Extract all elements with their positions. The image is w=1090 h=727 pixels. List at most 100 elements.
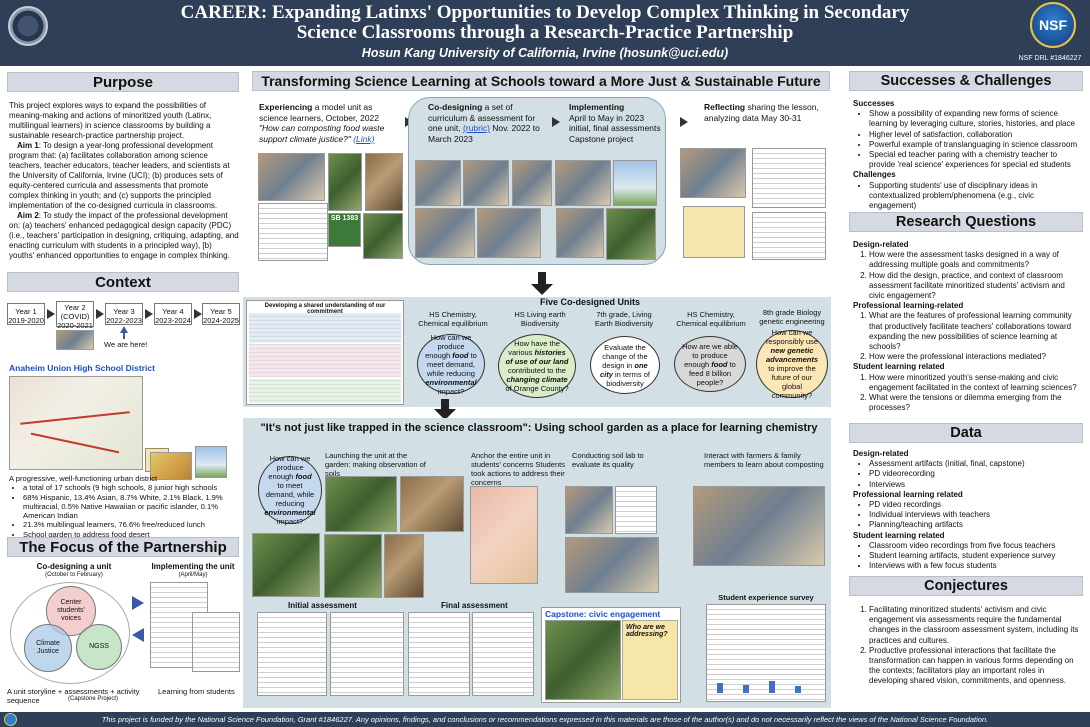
rq-design-list: How were the assessment tasks designed i…: [853, 250, 1081, 301]
unit-question-2: How have the various histories of use of…: [498, 334, 576, 398]
data-table: [752, 212, 826, 260]
list-item: What are the features of professional le…: [869, 311, 1081, 352]
timeline-year-2: Year 2 (COVID)2020-2021: [56, 301, 94, 330]
reflection-photo: [680, 148, 746, 198]
nsf-grant: NSF DRL #1846227: [1018, 55, 1082, 62]
experiencing-text: a model unit as science learners, Octobe…: [259, 102, 380, 123]
unit-label-5: 8th grade Biology genetic engineering: [759, 308, 825, 326]
teachers-photo: [512, 160, 552, 206]
venn-climate-justice: Climate Justice: [24, 624, 72, 672]
survey-bar: [743, 685, 749, 693]
down-arrow-icon: [531, 284, 553, 295]
rq-heading: Research Questions: [849, 212, 1083, 232]
list-item: Special ed teacher paring with a chemist…: [869, 150, 1081, 170]
data-design-label: Design-related: [853, 449, 909, 458]
data-student-label: Student learning related: [853, 530, 945, 540]
list-item: PD video recordings: [869, 500, 1081, 510]
final-assessment-page: [472, 612, 534, 696]
document-row-highlight: [249, 313, 401, 343]
timeline-arrow-icon: [96, 309, 104, 319]
purpose-intro: This project explores ways to expand the…: [9, 101, 212, 140]
conjectures-list: Facilitating minoritized students' activ…: [853, 605, 1081, 687]
unit-label-4: HS Chemistry, Chemical equilibrium: [676, 310, 746, 328]
students-photo: [556, 208, 604, 258]
successes-label: Successes: [853, 99, 895, 108]
rubric-link[interactable]: (rubric): [463, 123, 490, 133]
list-item: What were the tensions or dilemma emergi…: [869, 393, 1081, 413]
aim2-text: : To study the impact of the professiona…: [9, 211, 239, 260]
up-arrow-stem: [123, 333, 125, 339]
experiencing-block: Experiencing a model unit as science lea…: [259, 102, 401, 144]
sb1383-badge: SB 1383: [328, 213, 361, 247]
poster-author: Hosun Kang University of California, Irv…: [361, 46, 729, 60]
list-item: Interviews with a few focus students: [869, 561, 1081, 571]
classroom-photo: [258, 153, 325, 201]
successes-body: Successes Show a possibility of expandin…: [853, 99, 1081, 211]
purpose-heading: Purpose: [7, 72, 239, 92]
rq-design-label: Design-related: [853, 240, 909, 249]
capstone-note: (Capstone Project): [68, 696, 119, 702]
successes-list: Show a possibility of expanding new form…: [853, 109, 1081, 170]
list-item: Student learning artifacts, student expe…: [869, 551, 1081, 561]
unit-question-1: How can we produce enough food to meet d…: [417, 333, 485, 396]
poster-header: CAREER: Expanding Latinxs' Opportunities…: [0, 0, 1090, 66]
codesign-block: Co-designing a set of curriculum & asses…: [428, 102, 548, 144]
model-drawing-photo: [258, 203, 328, 261]
reflecting-text: sharing the lesson, analyzing data May 3…: [704, 102, 819, 123]
list-item: Supporting students' use of disciplinary…: [869, 181, 1081, 212]
unit-question-3: Evaluate the change of the design in one…: [590, 336, 660, 394]
disneyland-photo: [195, 446, 227, 478]
timeline-arrow-icon: [145, 309, 153, 319]
experiencing-question: "How can composting food waste support c…: [259, 123, 385, 144]
city-outline-map: [150, 452, 192, 480]
focus-cycle-ring: [10, 582, 130, 684]
nsf-logo-icon: NSF: [1030, 2, 1076, 48]
list-item: Assessment artifacts (initial, final, ca…: [869, 459, 1081, 469]
list-item: How were the assessment tasks designed i…: [869, 250, 1081, 270]
challenges-label: Challenges: [853, 170, 896, 180]
timeline-arrow-icon: [194, 309, 202, 319]
planning-photo: [477, 208, 541, 258]
capstone-letter: Who are we addressing?: [622, 620, 678, 700]
data-prof-label: Professional learning related: [853, 489, 963, 499]
implementing-label: Implementing: [569, 102, 625, 112]
soil-lab-worksheet: [615, 486, 657, 534]
soil-observation-photo: [325, 476, 397, 532]
unit-label-1: HS Chemistry, Chemical equilibrium: [418, 310, 488, 328]
map-boundary: [30, 432, 120, 453]
data-prof-list: PD video recordings Individual interview…: [853, 500, 1081, 531]
garden-step-4: Interact with farmers & family members t…: [704, 451, 824, 469]
conjectures-heading: Conjectures: [849, 576, 1083, 596]
compost-photo: [365, 153, 403, 211]
reflecting-block: Reflecting sharing the lesson, analyzing…: [704, 102, 822, 123]
codesign-dates: Nov. 2022 to March 2023: [428, 123, 540, 144]
list-item: Higher level of satisfaction, collaborat…: [869, 130, 1081, 140]
garden-photo: [252, 533, 320, 597]
list-item: Show a possibility of expanding new form…: [869, 109, 1081, 129]
purpose-aim2: Aim 2: To study the impact of the profes…: [9, 211, 239, 261]
rq-body: Design-related How were the assessment t…: [853, 240, 1081, 413]
down-arrow-stem: [441, 399, 449, 409]
rq-student-list: How were minoritized youth's sense-makin…: [853, 373, 1081, 414]
student-art-photo: [470, 486, 538, 584]
district-intro: A progressive, well-functioning urban di…: [9, 474, 158, 483]
commitment-document: Developing a shared understanding of our…: [246, 300, 404, 405]
document-title: Developing a shared understanding of our…: [264, 303, 386, 315]
garden-unit-question: How can we produce enough food to meet d…: [258, 454, 322, 526]
fruit-photo: [363, 213, 403, 259]
list-item: How were the professional interactions m…: [869, 352, 1081, 362]
experiencing-link[interactable]: (Link): [353, 133, 375, 144]
zoom-meeting-photo: [56, 330, 94, 350]
unit-question-5: How can we responsibly use new genetic a…: [756, 328, 828, 400]
list-item: Powerful example of translanguaging in s…: [869, 140, 1081, 150]
list-item: a total of 17 schools (9 high schools, 8…: [23, 483, 239, 492]
down-arrow-icon: [434, 409, 456, 420]
poster-footer: This project is funded by the National S…: [0, 712, 1090, 727]
students-garden-photo: [384, 534, 424, 598]
context-heading: Context: [7, 272, 239, 292]
planning-photo: [415, 208, 475, 258]
aim1-label: Aim 1: [17, 141, 39, 150]
